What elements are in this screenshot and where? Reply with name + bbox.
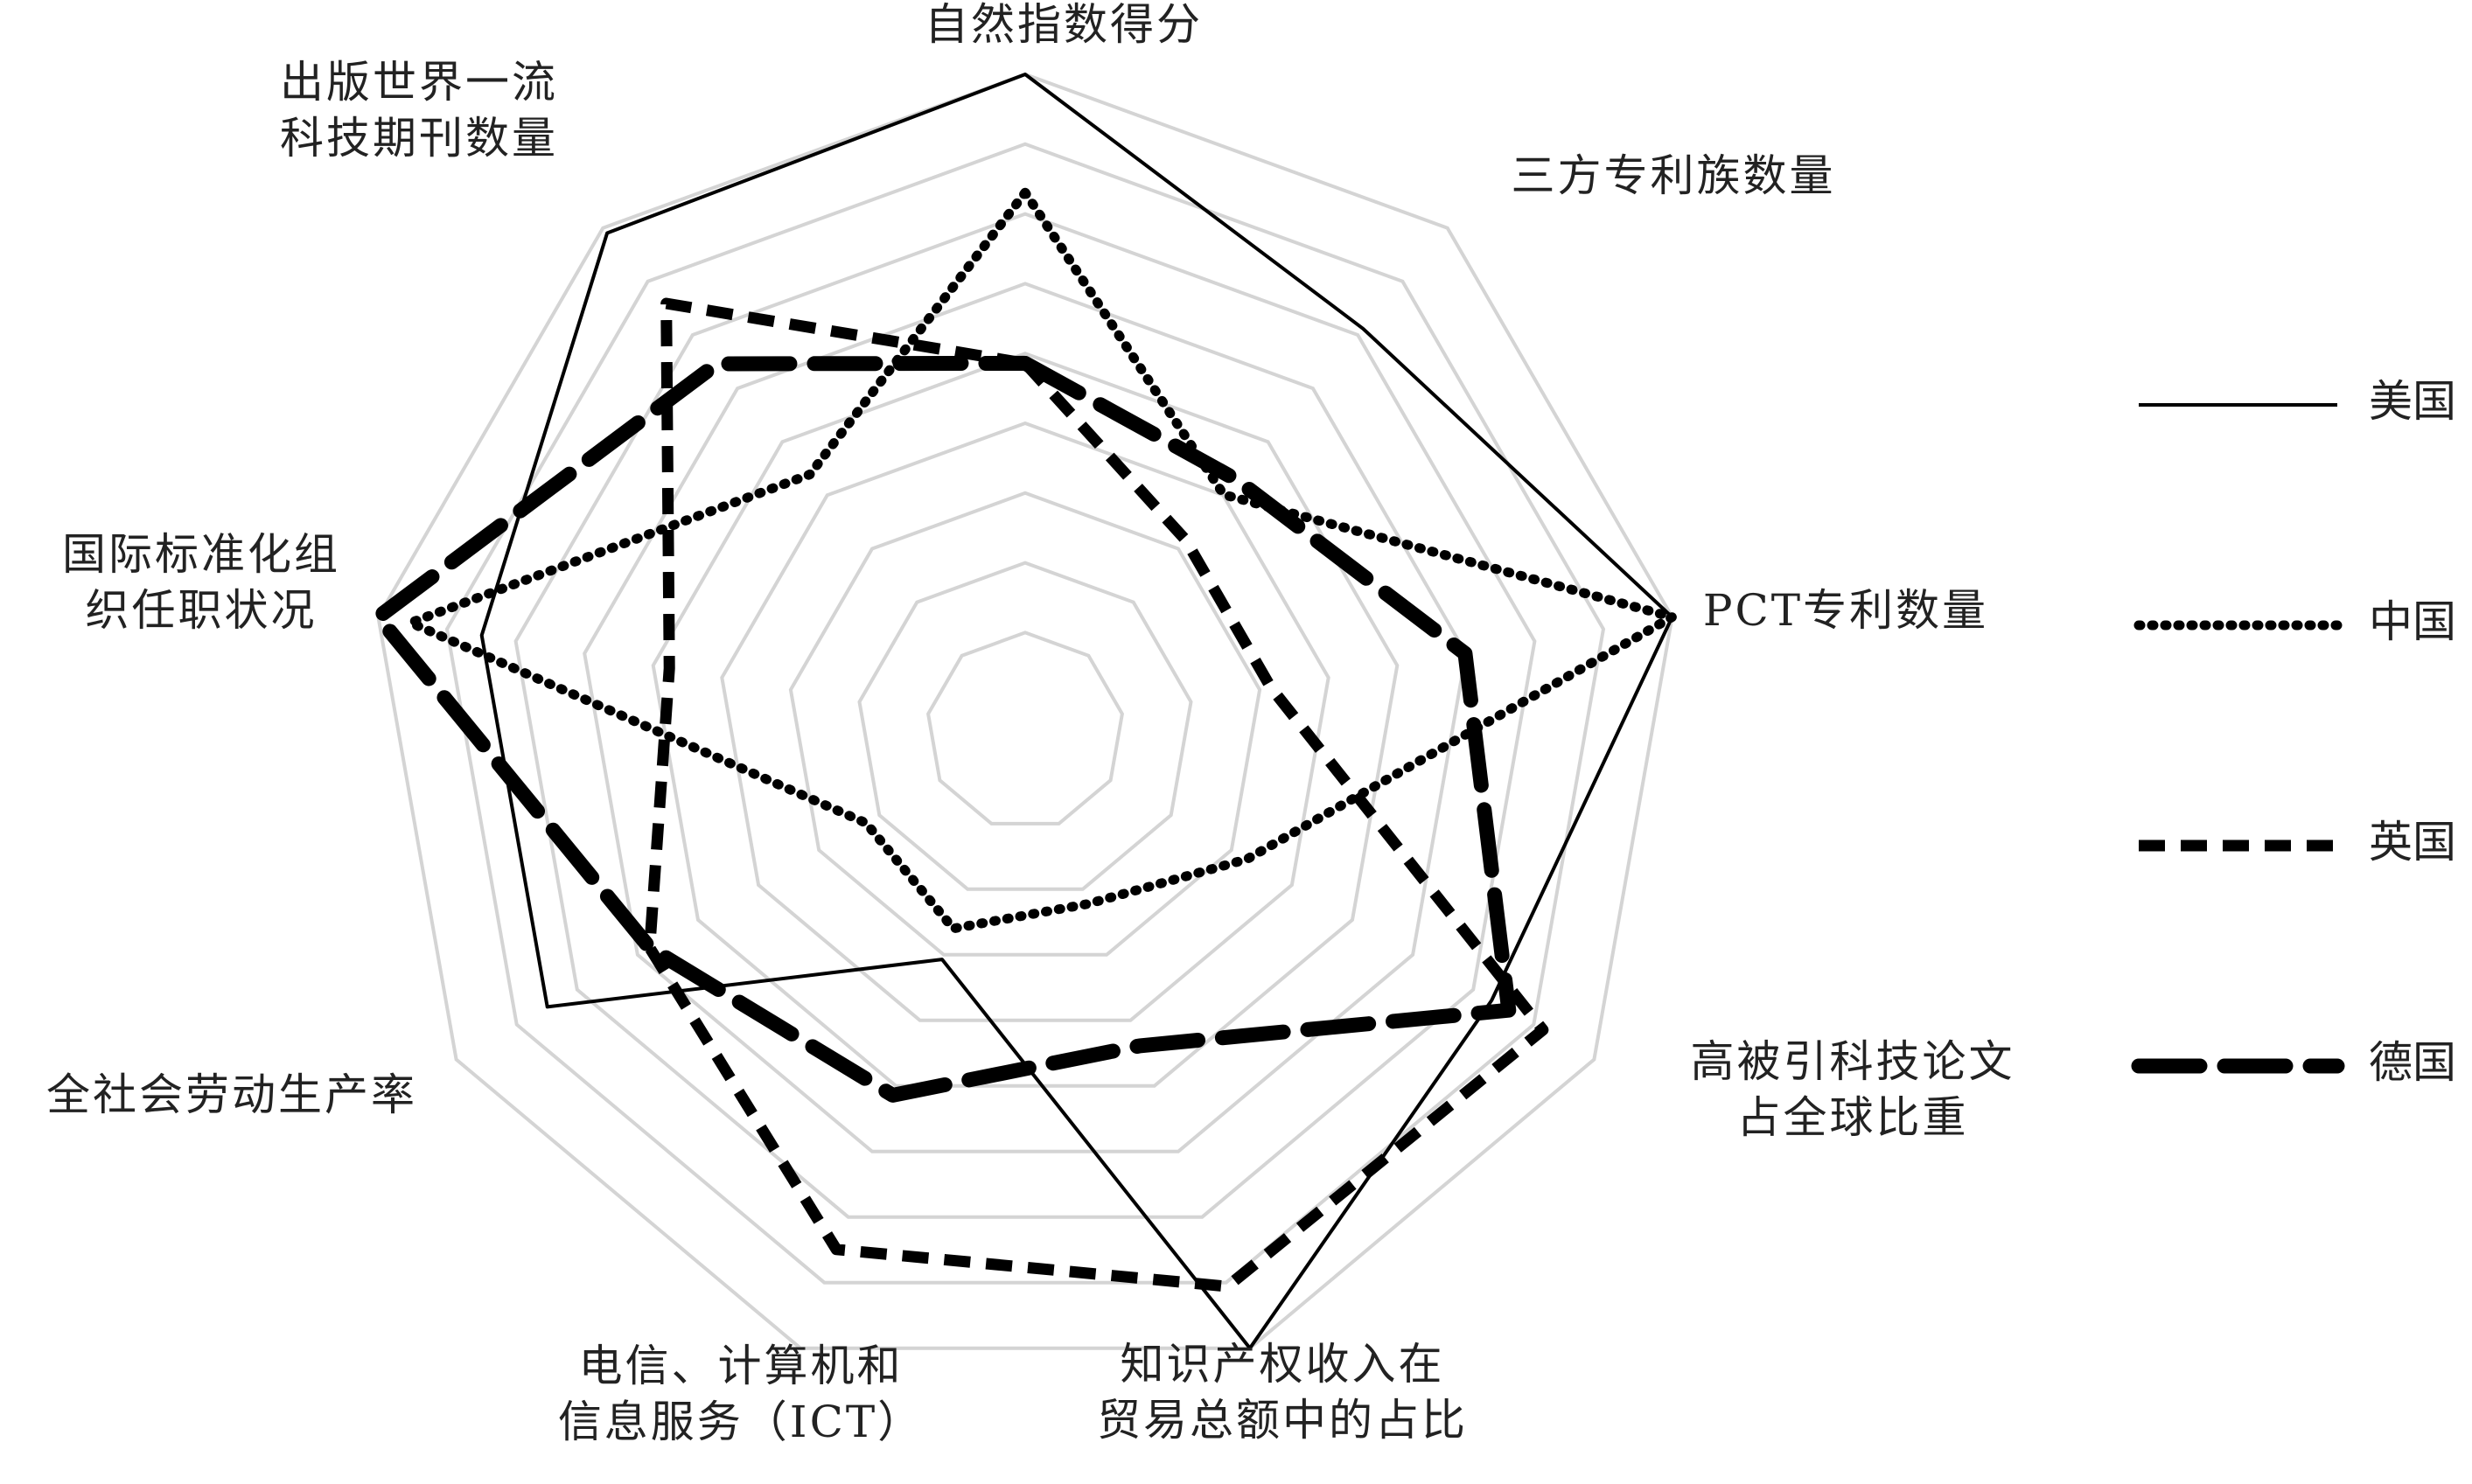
radar-grid	[376, 72, 1674, 1350]
axis-label-5-line-2: 贸易总额中的占比	[1097, 1395, 1468, 1446]
axis-label-9-line-1: 出版世界一流	[280, 57, 558, 108]
axis-label-8-line-2: 织任职状况	[86, 585, 318, 636]
legend-label-2: 中国	[2369, 596, 2456, 647]
legend-label-4: 德国	[2369, 1037, 2456, 1088]
axis-label-1-line-1: 自然指数得分	[925, 0, 1203, 50]
series-dashed-line	[644, 297, 1549, 1292]
axis-label-9-line-2: 科技期刊数量	[280, 113, 558, 164]
grid-ring-4	[720, 421, 1330, 1022]
grid-ring-7	[513, 212, 1537, 1219]
series-solid-line	[479, 73, 1674, 1350]
series-longdash-line	[370, 355, 1517, 1103]
legend-label-3: 英国	[2369, 817, 2456, 867]
grid-ring-5	[651, 352, 1400, 1088]
axis-label-5-line-1: 知识产权收入在	[1121, 1339, 1445, 1390]
grid-ring-1	[926, 631, 1124, 826]
grid-ring-2	[857, 561, 1193, 891]
grid-ring-3	[788, 491, 1262, 957]
radar-series	[370, 73, 1678, 1350]
grid-ring-8	[444, 142, 1606, 1285]
axis-label-4-line-1: 高被引科技论文	[1691, 1036, 2015, 1087]
axis-label-6-line-1: 电信、计算机和	[579, 1341, 904, 1391]
grid-ring-9	[376, 72, 1674, 1350]
axis-label-8-line-1: 国际标准化组	[62, 529, 340, 580]
series-dotted-line	[405, 187, 1678, 934]
axis-label-3-line-1: PCT专利数量	[1703, 585, 1988, 636]
grid-ring-6	[583, 282, 1468, 1153]
axis-label-2-line-1: 三方专利族数量	[1512, 150, 1836, 201]
axis-label-7-line-1: 全社会劳动生产率	[46, 1069, 417, 1120]
axis-label-4-line-2: 占全球比重	[1737, 1092, 1969, 1143]
axis-label-6-line-2: 信息服务（ICT）	[558, 1397, 924, 1447]
legend-label-1: 美国	[2369, 376, 2456, 427]
